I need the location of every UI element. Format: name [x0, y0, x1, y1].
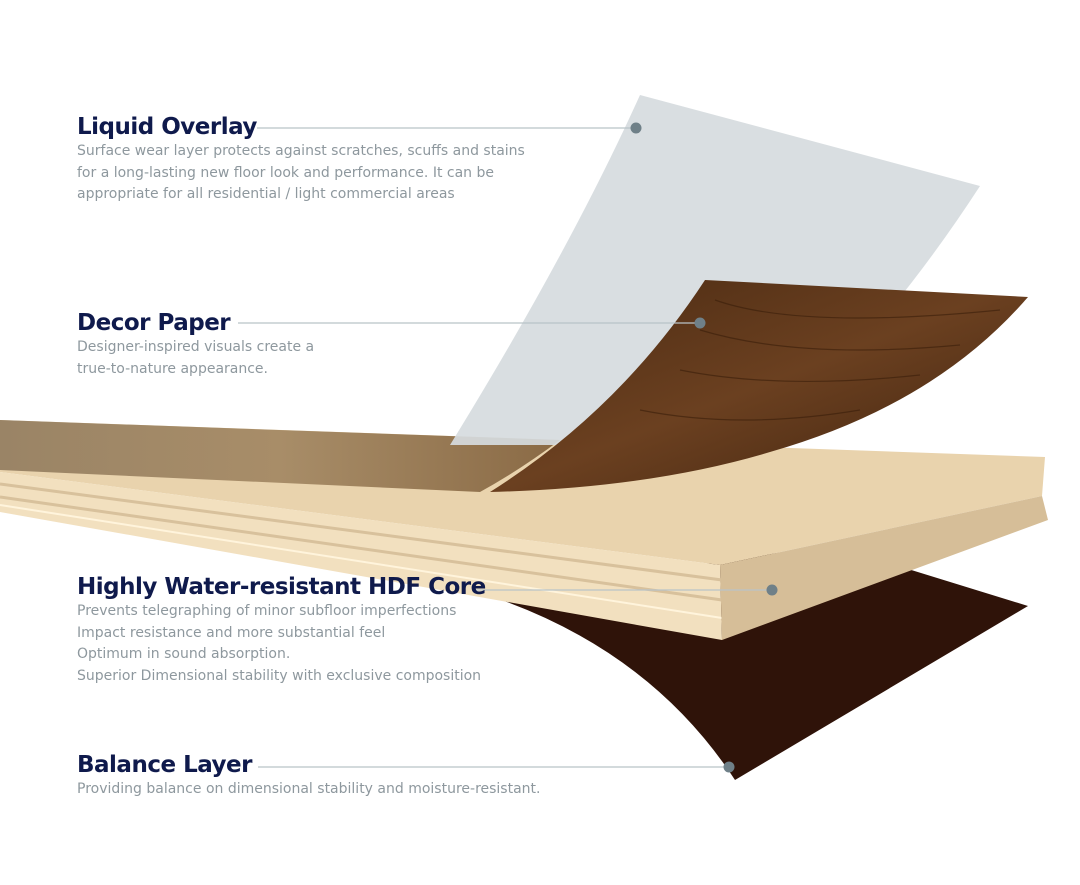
layer-title: Balance Layer — [77, 752, 252, 778]
layer-desc: Surface wear layer protects against scra… — [77, 143, 525, 159]
hdf-core-front-edge — [0, 472, 722, 640]
core-marker-dot — [766, 584, 778, 596]
layer-desc: for a long-lasting new floor look and pe… — [77, 164, 494, 181]
hdf-core-side-edge — [720, 496, 1048, 640]
layer-desc: Optimum in sound absorption. — [77, 646, 291, 662]
layer-desc: Impact resistance and more substantial f… — [77, 624, 386, 641]
decor-on-plank — [0, 420, 560, 492]
layer-title: Decor Paper — [77, 310, 231, 336]
layer-desc: Superior Dimensional stability with excl… — [77, 667, 482, 684]
liquid-overlay-callout: Liquid Overlay Surface wear layer protec… — [77, 113, 525, 206]
balance-marker-dot — [723, 761, 735, 773]
layer-title: Highly Water-resistant HDF Core — [77, 574, 486, 600]
overlay-marker-dot — [630, 122, 642, 134]
balance-layer-callout: Balance Layer Providing balance on dimen… — [77, 751, 540, 801]
decor-paper-shape — [490, 280, 1028, 492]
layer-desc: Prevents telegraphing of minor subfloor … — [77, 603, 457, 619]
layer-title: Liquid Overlay — [77, 114, 257, 140]
layer-desc: true-to-nature appearance. — [77, 360, 268, 377]
layer-desc: appropriate for all residential / light … — [77, 186, 455, 202]
decor-marker-dot — [694, 317, 706, 329]
layer-desc: Providing balance on dimensional stabili… — [77, 781, 541, 797]
layer-desc: Designer-inspired visuals create a — [77, 339, 315, 355]
hdf-core-callout: Highly Water-resistant HDF Core Prevents… — [77, 573, 486, 687]
decor-paper-callout: Decor Paper Designer-inspired visuals cr… — [77, 309, 314, 380]
